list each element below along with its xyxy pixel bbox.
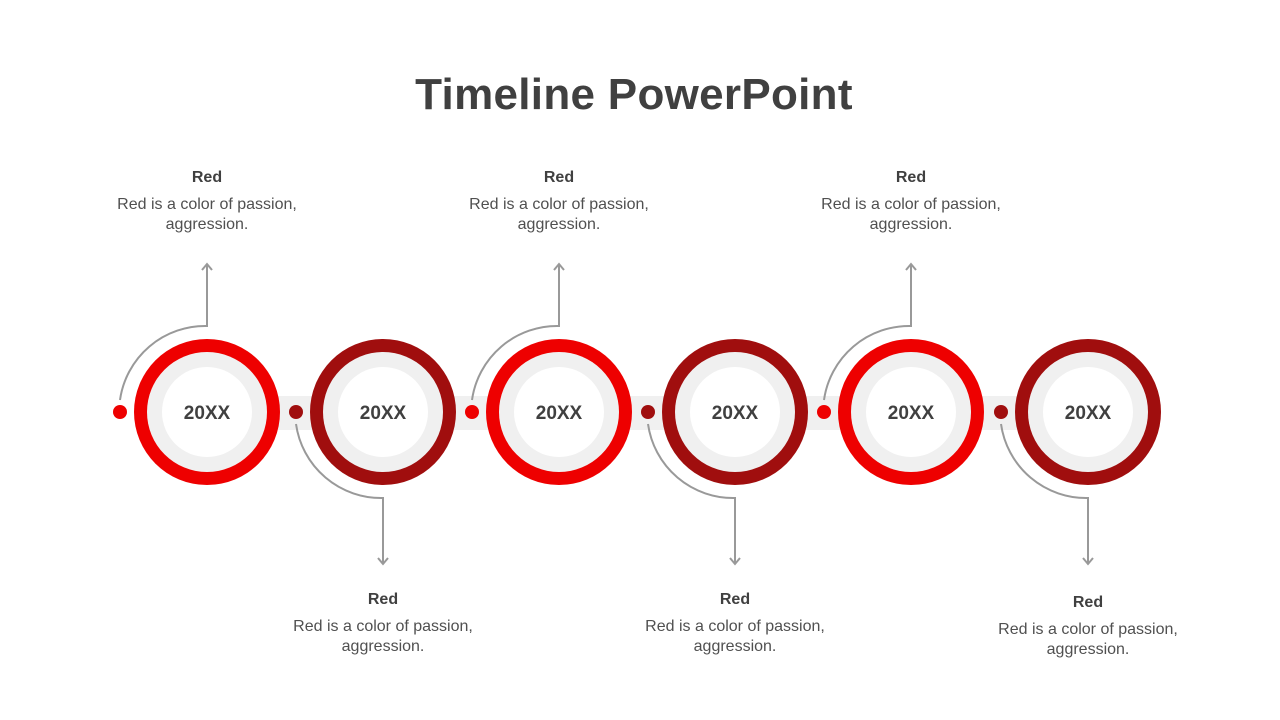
- caption-text: Red is a color of passion, aggression.: [293, 618, 473, 655]
- milestone-ring: 20XX: [310, 339, 456, 485]
- arrow-down: [1000, 423, 1094, 566]
- arrow-up: [119, 262, 213, 401]
- caption-heading: Red: [543, 169, 575, 186]
- milestone-ring: 20XX: [1015, 339, 1161, 485]
- milestone-year: 20XX: [1065, 403, 1112, 424]
- milestone-ring: 20XX: [662, 339, 808, 485]
- arrow-up: [471, 262, 565, 401]
- caption-heading: Red: [719, 591, 751, 608]
- caption-heading: Red: [191, 169, 223, 186]
- milestone-dot: [817, 405, 831, 419]
- milestone-dot: [289, 405, 303, 419]
- arrow-up: [823, 262, 917, 401]
- milestone-dot: [465, 405, 479, 419]
- ring-inner: [338, 367, 428, 457]
- arrow-down: [647, 423, 741, 566]
- caption-text: Red is a color of passion, aggression.: [117, 196, 297, 233]
- ring-inner: [1043, 367, 1133, 457]
- milestone-dot: [113, 405, 127, 419]
- caption-text: Red is a color of passion, aggression.: [821, 196, 1001, 233]
- arrow-down: [295, 423, 389, 566]
- page-title: Timeline PowerPoint: [415, 70, 853, 119]
- milestone-year: 20XX: [184, 403, 231, 424]
- caption-text: Red is a color of passion, aggression.: [998, 621, 1178, 658]
- caption-heading: Red: [895, 169, 927, 186]
- milestone-ring: 20XX: [134, 339, 280, 485]
- milestone-dot: [994, 405, 1008, 419]
- caption-heading: Red: [367, 591, 399, 608]
- milestone-year: 20XX: [888, 403, 935, 424]
- caption-heading: Red: [1072, 594, 1104, 611]
- caption-text: Red is a color of passion, aggression.: [645, 618, 825, 655]
- milestone-ring: 20XX: [838, 339, 984, 485]
- ring-inner: [162, 367, 252, 457]
- milestone-year: 20XX: [360, 403, 407, 424]
- caption-text: Red is a color of passion, aggression.: [469, 196, 649, 233]
- milestone-year: 20XX: [536, 403, 583, 424]
- milestone-ring: 20XX: [486, 339, 632, 485]
- ring-inner: [514, 367, 604, 457]
- ring-inner: [690, 367, 780, 457]
- ring-inner: [866, 367, 956, 457]
- milestone-dot: [641, 405, 655, 419]
- milestone-year: 20XX: [712, 403, 759, 424]
